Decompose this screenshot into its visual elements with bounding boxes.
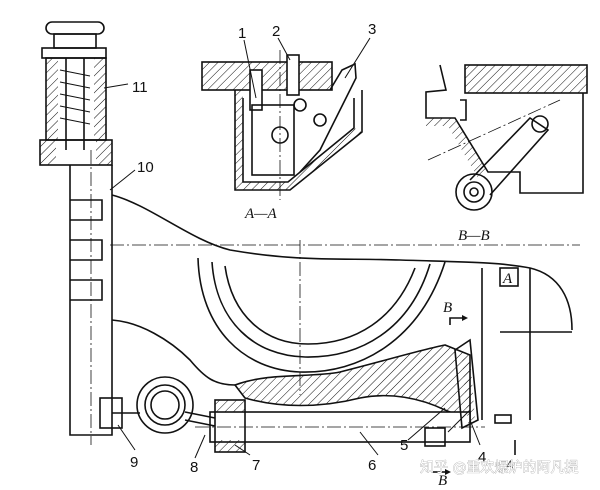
label-1: 1: [238, 25, 246, 42]
section-title-aa: A—A: [244, 206, 278, 222]
label-7: 7: [252, 457, 260, 474]
support-block-hatched: [233, 344, 471, 422]
section-marker-a-bottom: A: [504, 458, 515, 474]
handwheel-9: [99, 376, 216, 434]
label-4: 4: [478, 449, 486, 466]
label-9: 9: [130, 454, 138, 471]
vertical-column: [69, 150, 113, 445]
main-view: A A B B 11 10 9 8 7 6 5 4: [39, 21, 580, 489]
section-marker-a-top: A: [502, 271, 513, 287]
spring-plunger-11: [39, 21, 113, 166]
leader-lines: [103, 83, 481, 459]
section-markers: A A B B: [432, 267, 519, 489]
section-marker-b-bottom: B: [438, 473, 447, 489]
wedge-plates: [447, 338, 512, 433]
fixture-body-10: [111, 194, 573, 420]
label-6: 6: [368, 457, 376, 474]
bb-lever: [455, 115, 550, 211]
label-5: 5: [400, 437, 408, 454]
shaft-6: [195, 399, 485, 453]
label-2: 2: [272, 23, 280, 40]
workpiece-bore: [110, 240, 580, 395]
section-marker-b-top: B: [443, 300, 452, 316]
watermark-text: 知乎 @重欢爆炉的阿凡提: [420, 459, 578, 476]
section-bb-view: B—B: [425, 64, 588, 244]
label-10: 10: [137, 159, 154, 176]
section-title-bb: B—B: [458, 228, 490, 244]
label-3: 3: [368, 21, 376, 38]
label-8: 8: [190, 459, 198, 476]
label-11: 11: [132, 79, 148, 96]
section-aa-view: 1 2 3 A—A: [201, 21, 376, 222]
